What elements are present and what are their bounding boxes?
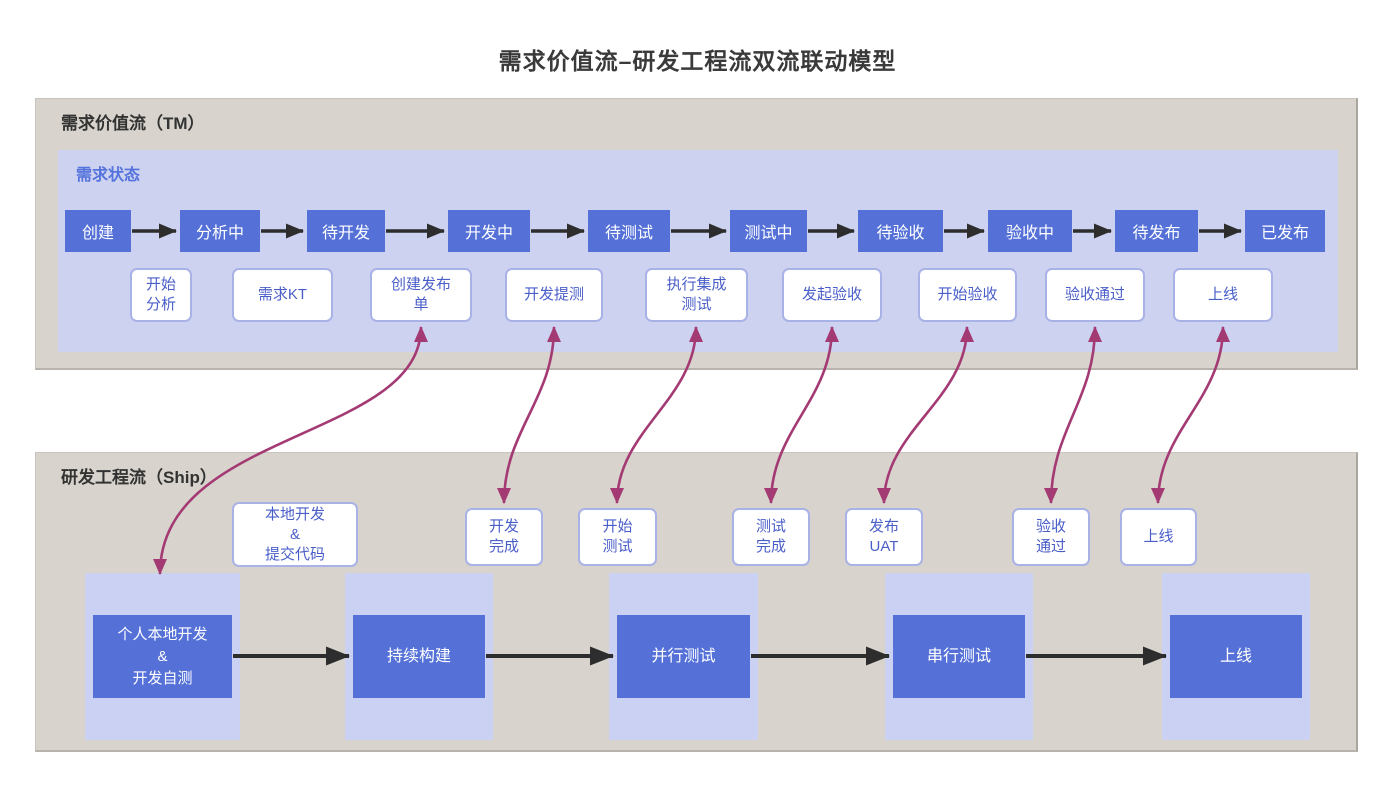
tm-event-integration-test: 执行集成 测试	[645, 268, 748, 322]
ship-event-test-start: 开始 测试	[578, 508, 657, 566]
tm-event-requirement-kt: 需求KT	[232, 268, 333, 322]
ship-stage-golive: 上线	[1170, 615, 1302, 698]
tm-status-analyzing: 分析中	[180, 210, 260, 252]
tm-event-start-accept: 开始验收	[918, 268, 1017, 322]
tm-event-create-release: 创建发布 单	[370, 268, 472, 322]
tm-event-accept-pass: 验收通过	[1045, 268, 1145, 322]
ship-section-title: 研发工程流（Ship）	[61, 468, 217, 487]
tm-status-created: 创建	[65, 210, 131, 252]
ship-event-accept-pass: 验收 通过	[1012, 508, 1090, 566]
ship-stage-serial-test: 串行测试	[893, 615, 1025, 698]
ship-stage-parallel-test: 并行测试	[617, 615, 750, 698]
ship-event-golive: 上线	[1120, 508, 1197, 566]
tm-status-todev: 待开发	[307, 210, 385, 252]
tm-status-toaccept: 待验收	[858, 210, 943, 252]
ship-event-local-dev-commit: 本地开发 & 提交代码	[232, 502, 358, 567]
tm-event-dev-submit-test: 开发提测	[505, 268, 603, 322]
ship-event-dev-done: 开发 完成	[465, 508, 543, 566]
tm-status-accepting: 验收中	[988, 210, 1072, 252]
tm-status-panel-label: 需求状态	[76, 167, 141, 184]
diagram-title: 需求价值流–研发工程流双流联动模型	[498, 48, 897, 74]
ship-event-test-done: 测试 完成	[732, 508, 810, 566]
ship-stage-continuous-build: 持续构建	[353, 615, 485, 698]
tm-status-developing: 开发中	[448, 210, 530, 252]
tm-status-released: 已发布	[1245, 210, 1325, 252]
ship-stage-local-dev: 个人本地开发 & 开发自测	[93, 615, 232, 698]
tm-event-golive: 上线	[1173, 268, 1273, 322]
tm-event-initiate-accept: 发起验收	[782, 268, 882, 322]
tm-event-start-analysis: 开始 分析	[130, 268, 192, 322]
tm-status-totest: 待测试	[588, 210, 670, 252]
ship-event-release-uat: 发布 UAT	[845, 508, 923, 566]
tm-status-testing: 测试中	[730, 210, 807, 252]
tm-section-title: 需求价值流（TM）	[61, 114, 205, 133]
tm-status-torelease: 待发布	[1115, 210, 1198, 252]
